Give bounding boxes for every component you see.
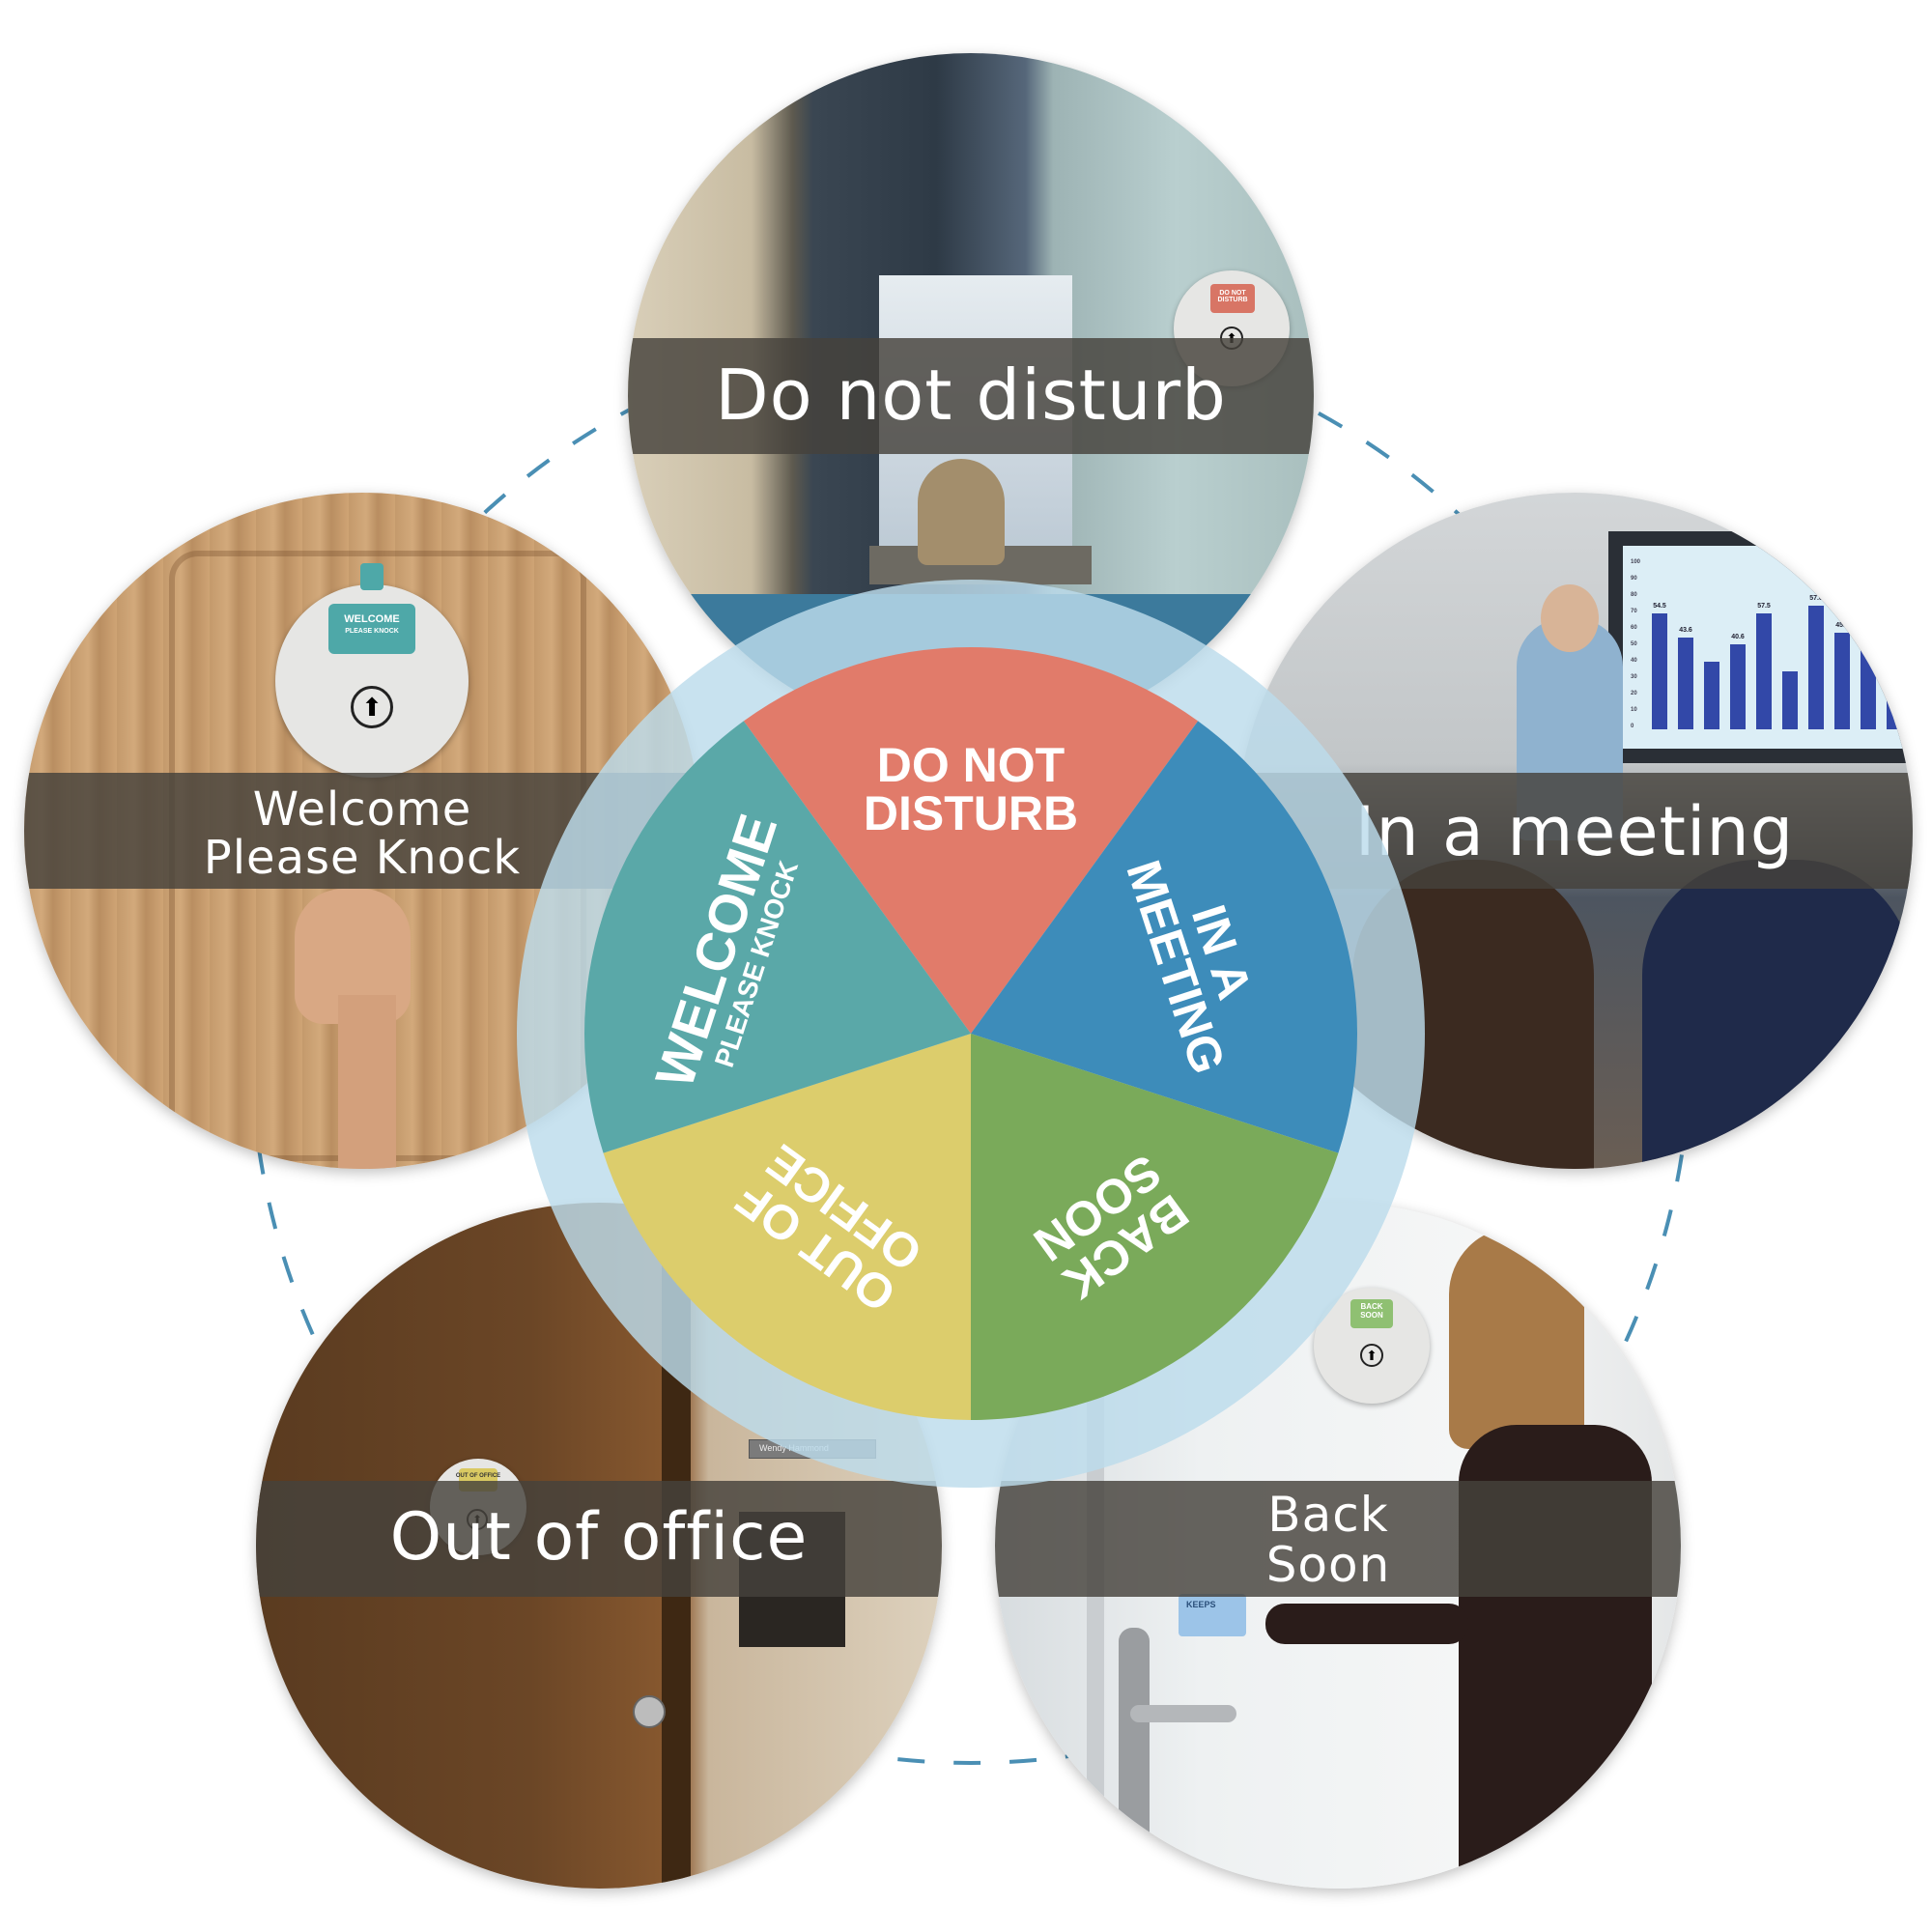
back-soon-sign-text: BACK SOON — [1360, 1302, 1383, 1320]
caption-welcome-please-knock: Welcome Please Knock — [203, 782, 522, 885]
screen-bar — [1678, 638, 1693, 729]
person-at-desk — [918, 459, 1005, 565]
door-lock — [1119, 1628, 1150, 1850]
ooo-sign-text: OUT OF OFFICE — [455, 1473, 501, 1479]
back-soon-door-sign: BACK SOON ⬆ — [1314, 1288, 1430, 1404]
screen-bar — [1782, 671, 1798, 729]
presenter-head — [1541, 584, 1599, 652]
screen-bar — [1861, 650, 1876, 729]
welcome-sign-tab — [360, 563, 384, 590]
knocking-arm — [338, 995, 396, 1169]
screen-axis-tick: 60 — [1631, 625, 1637, 631]
screen-bar — [1704, 662, 1719, 729]
welcome-sign-wedge — [328, 604, 415, 654]
wheel-segment-out-of-office — [603, 1034, 971, 1420]
door-handle — [633, 1695, 666, 1728]
dnd-sign-wedge — [1210, 284, 1255, 313]
welcome-sign-line1: WELCOME — [344, 613, 400, 625]
welcome-door-sign: WELCOME PLEASE KNOCK ⬆ — [275, 563, 469, 778]
caption-band-ooo — [256, 1481, 942, 1597]
screen-bar — [1652, 613, 1667, 729]
screen-axis-tick: 80 — [1631, 592, 1637, 598]
screen-bar-label: 37.4 — [1861, 639, 1875, 646]
caption-band-back-soon — [995, 1481, 1681, 1597]
access-card: KEEPS — [1179, 1594, 1246, 1636]
woman-hair — [1449, 1227, 1584, 1449]
screen-bar-label: 42 — [1890, 630, 1898, 637]
caption-out-of-office: Out of office — [389, 1499, 809, 1576]
screen-axis-tick: 40 — [1631, 658, 1637, 664]
screen-axis-tick: 30 — [1631, 674, 1637, 680]
presentation-bar-chart: 54.543.640.657.557.645.837.4421009080706… — [1631, 559, 1902, 729]
screen-bar — [1808, 606, 1824, 729]
screen-axis-tick: 100 — [1631, 559, 1641, 565]
screen-bar-label: 54.5 — [1653, 603, 1666, 610]
arrow-up-icon: ⬆ — [1360, 1344, 1383, 1367]
door-lever — [1130, 1705, 1236, 1722]
screen-axis-tick: 10 — [1631, 707, 1637, 713]
screen-bar — [1730, 644, 1746, 729]
caption-back-soon: Back Soon — [1265, 1487, 1391, 1593]
wheel-segment-back-soon — [971, 1034, 1339, 1420]
screen-bar — [1834, 633, 1850, 729]
wheel-segment-welcome — [584, 721, 971, 1153]
audience-right — [1642, 860, 1913, 1169]
wheel-segment-in-a-meeting — [971, 721, 1357, 1153]
screen-axis-tick: 70 — [1631, 609, 1637, 614]
caption-band-dnd — [628, 338, 1314, 454]
screen-bar-label: 57.5 — [1757, 603, 1771, 610]
dnd-sign-text: DO NOT DISTURB — [1217, 290, 1248, 303]
screen-bar-label: 43.6 — [1679, 627, 1692, 634]
screen-axis-tick: 50 — [1631, 641, 1637, 647]
screen-axis-tick: 0 — [1631, 724, 1634, 729]
screen-bar-label: 57.6 — [1809, 595, 1823, 602]
screen-bar — [1756, 613, 1772, 729]
screen-bar-label: 45.8 — [1835, 622, 1849, 629]
back-soon-sign-wedge — [1350, 1299, 1393, 1328]
arrow-up-icon: ⬆ — [351, 686, 393, 728]
access-card-text: KEEPS — [1186, 1600, 1216, 1609]
welcome-sign-line2: PLEASE KNOCK — [345, 628, 399, 635]
screen-axis-tick: 20 — [1631, 691, 1637, 696]
wheel-label-line2: DISTURB — [864, 786, 1078, 840]
screen-bar — [1887, 640, 1902, 729]
wheel-label-line1: DO NOT — [877, 738, 1065, 792]
caption-do-not-disturb: Do not disturb — [715, 355, 1227, 436]
wheel-segment-do-not-disturb — [743, 647, 1199, 1034]
screen-bar-label: 40.6 — [1731, 634, 1745, 640]
screen-axis-tick: 90 — [1631, 576, 1637, 582]
woman-arm — [1265, 1604, 1468, 1644]
